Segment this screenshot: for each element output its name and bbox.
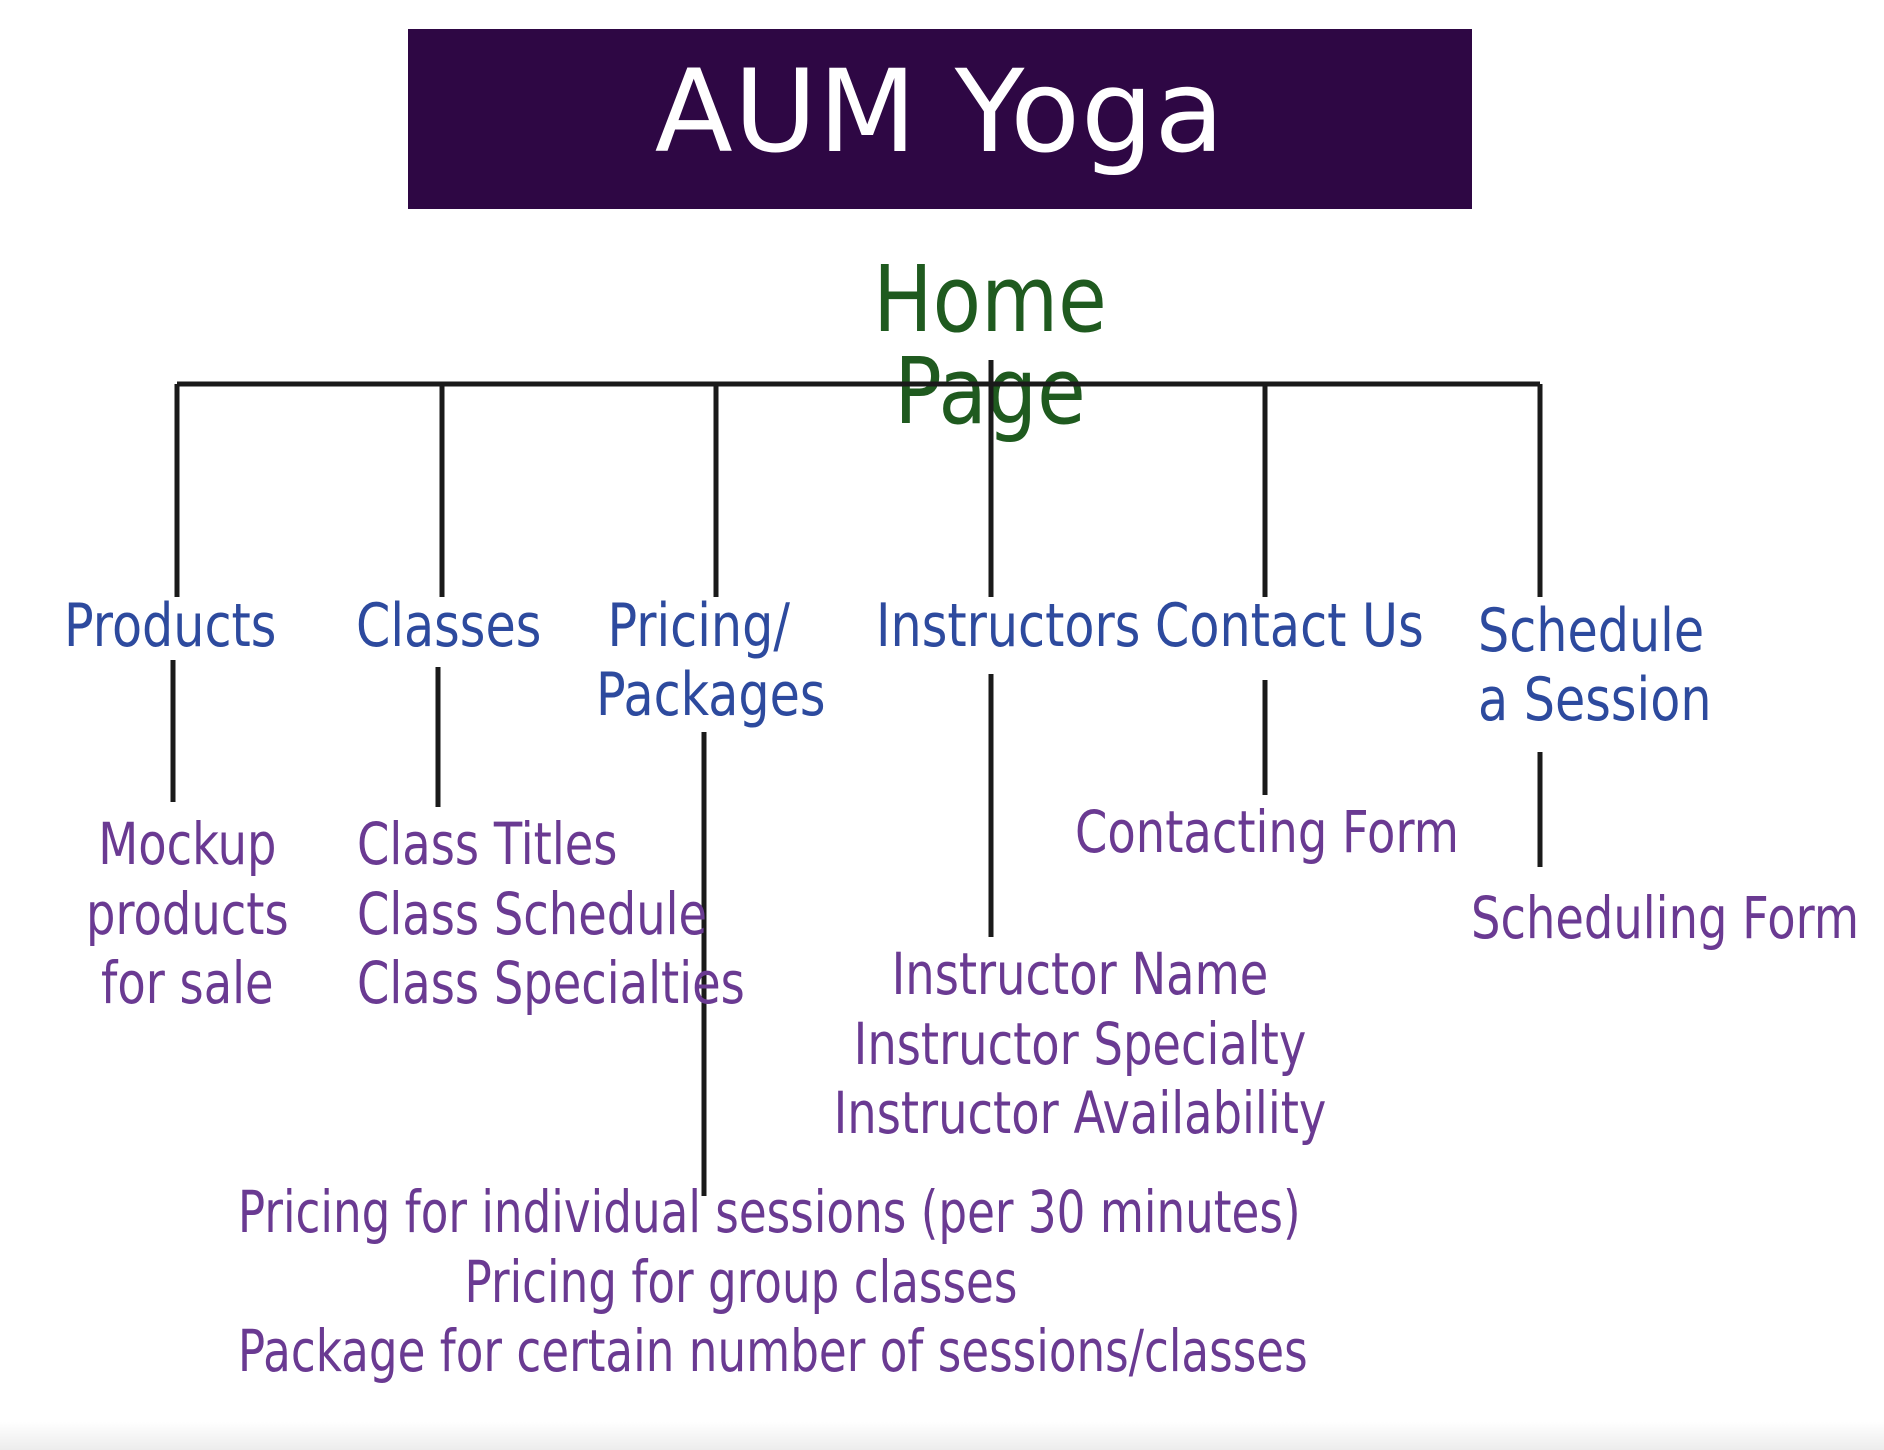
detail-line: Instructor Availability: [833, 1079, 1327, 1148]
detail-line: Pricing for individual sessions (per 30 …: [237, 1178, 1301, 1246]
detail-line: Scheduling Form: [1471, 884, 1860, 952]
banner-title: AUM Yoga: [654, 45, 1226, 178]
detail-line: Pricing for group classes: [464, 1247, 1018, 1316]
details-pricing-packages: Pricing for individual sessions (per 30 …: [237, 1178, 1308, 1387]
detail-line: Class Specialties: [357, 949, 745, 1018]
section-label-line: Schedule: [1478, 596, 1705, 666]
section-label-line: Packages: [596, 660, 826, 730]
detail-line: Package for certain number of sessions/c…: [237, 1317, 1308, 1386]
detail-line: Mockup: [98, 810, 277, 878]
section-pricing-packages: Pricing/ Packages: [596, 592, 826, 730]
detail-line: Instructor Name: [891, 940, 1269, 1008]
detail-line: products: [86, 879, 289, 948]
detail-line: Instructor Specialty: [853, 1009, 1307, 1078]
section-label: Instructors: [876, 591, 1141, 661]
section-label: Products: [64, 591, 277, 661]
title-banner: AUM Yoga: [408, 29, 1472, 209]
detail-line: Class Schedule: [357, 879, 708, 948]
section-schedule-session: Schedule a Session: [1478, 597, 1712, 735]
details-instructors: Instructor Name Instructor Specialty Ins…: [834, 940, 1327, 1149]
details-schedule-session: Scheduling Form: [1471, 884, 1859, 954]
section-label: Classes: [356, 591, 542, 661]
detail-line: for sale: [101, 949, 274, 1018]
bottom-fade: [0, 1422, 1884, 1450]
section-instructors: Instructors: [876, 592, 1140, 661]
section-label-line: Pricing/: [607, 591, 790, 661]
section-label: Contact Us: [1155, 591, 1424, 661]
section-label-line: a Session: [1478, 665, 1712, 735]
detail-line: Class Titles: [357, 810, 618, 878]
details-products: Mockup products for sale: [86, 810, 289, 1019]
detail-line: Contacting Form: [1075, 798, 1459, 866]
section-products: Products: [64, 592, 276, 661]
details-contact-us: Contacting Form: [1075, 798, 1459, 868]
details-classes: Class Titles Class Schedule Class Specia…: [357, 810, 745, 1019]
section-classes: Classes: [356, 592, 541, 661]
section-contact-us: Contact Us: [1155, 592, 1424, 661]
